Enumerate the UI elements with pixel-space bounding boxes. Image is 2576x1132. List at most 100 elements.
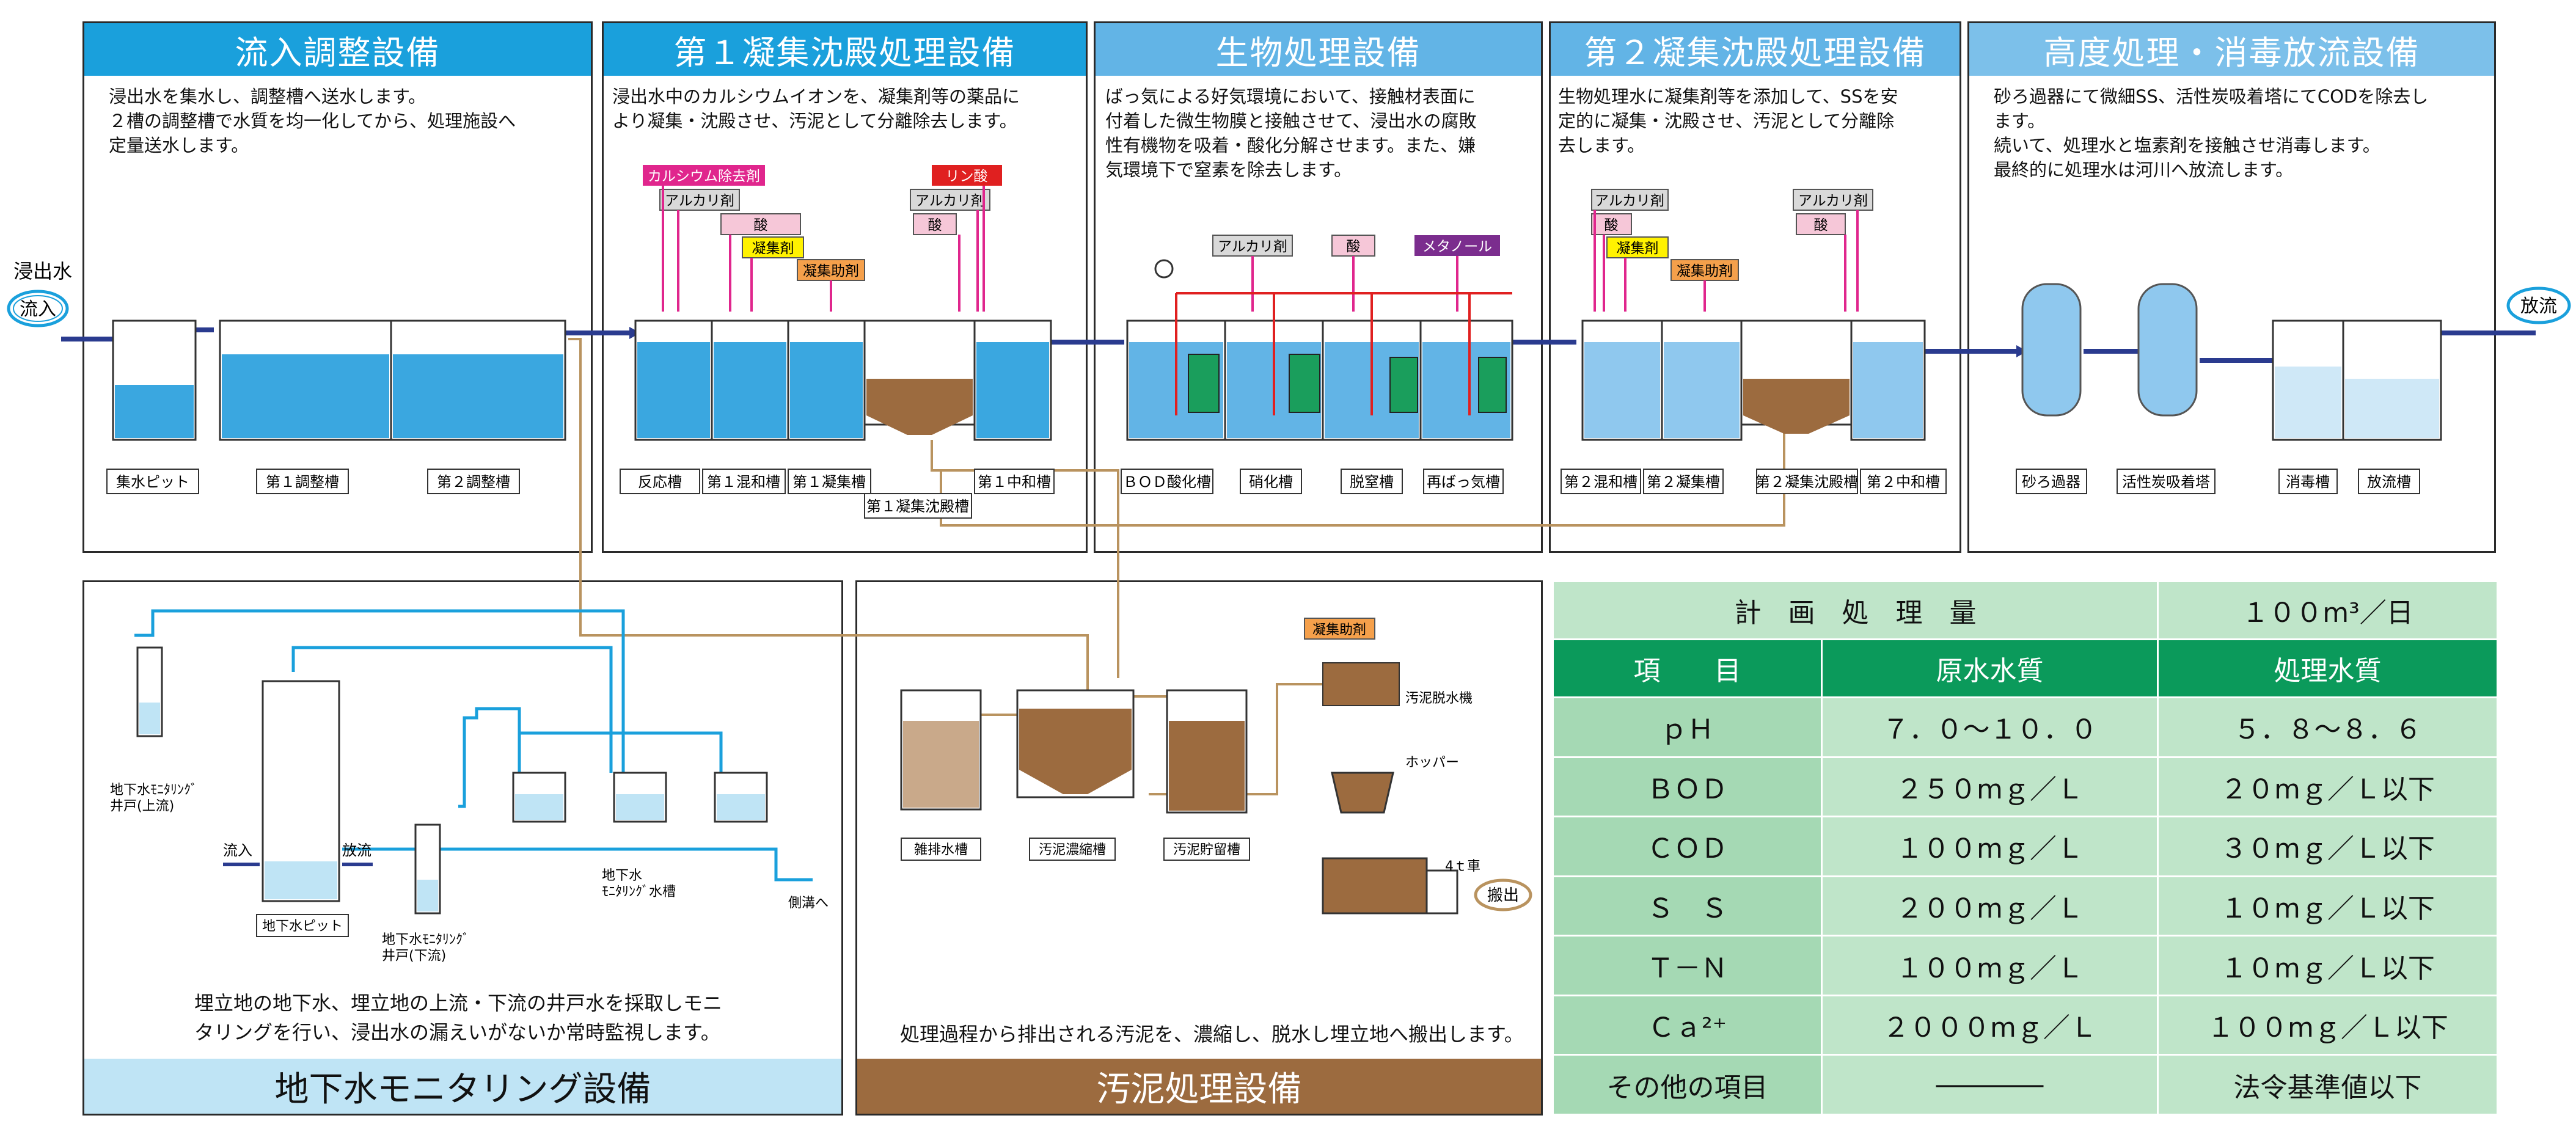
well-up-label: 地下水ﾓﾆﾀﾘﾝｸﾞ井戸(上流) <box>110 783 197 814</box>
capacity-row: 計 画 処 理 量 １００m³／日 <box>1552 580 2498 640</box>
row-raw: ７．０～１０．０ <box>1821 696 2159 758</box>
section4-tanks <box>1581 320 1926 441</box>
col-raw: 原水水質 <box>1821 638 2159 698</box>
row-item: Ｃａ²⁺ <box>1552 994 1823 1056</box>
section2-labels: 反応槽 第１混和槽 第１凝集槽 第１凝集沈殿槽 第１中和槽 <box>620 469 1055 519</box>
well-up-line: 地下水ﾓﾆﾀﾘﾝｸﾞ井戸(上流) <box>110 783 197 814</box>
well-down-label: 地下水ﾓﾆﾀﾘﾝｸﾞ井戸(下流) <box>382 932 469 963</box>
label-line: 井戸(上流) <box>110 798 174 814</box>
chem-label: 酸 <box>1347 239 1361 255</box>
section3-tanks <box>1126 320 1513 441</box>
section-desc: 浸出水中のカルシウムイオンを、凝集剤等の薬品に より凝集・沈殿させ、汚泥として分… <box>612 86 1020 131</box>
row-raw: １００mｇ／Ｌ <box>1821 816 2159 877</box>
section2-tanks <box>634 320 1052 441</box>
tank-label: 第２中和槽 <box>1867 473 1940 491</box>
chem-label: カルシウム除去剤 <box>648 169 760 184</box>
tank-label: ＢＯＤ酸化槽 <box>1123 473 1211 491</box>
section-desc: 浸出水を集水し、調整槽へ送水します。 ２槽の調整槽で水質を均一化してから、処理施… <box>109 86 516 156</box>
tank-label: 再ばっ気槽 <box>1427 473 1500 491</box>
row-item: Ｓ Ｓ <box>1552 875 1823 937</box>
section4-labels: 第２混和槽 第２凝集槽 第２凝集沈殿槽 第２中和槽 <box>1561 469 1947 494</box>
section4-dosing-lines <box>1594 210 1859 312</box>
inflow-badge[interactable]: 流入 <box>20 299 56 320</box>
tank-label: 第１混和槽 <box>707 473 780 491</box>
row-item: ＣＯＤ <box>1552 816 1823 877</box>
chem-label: 酸 <box>1605 217 1619 233</box>
tank-label: 第１凝集槽 <box>792 473 866 491</box>
sludge-t3-label: 汚泥貯留槽 <box>1173 842 1240 858</box>
table-row: その他の項目――――法令基準値以下 <box>1552 1054 2498 1116</box>
aeration-lines <box>1154 259 1512 415</box>
sludge-hopper-label: ホッパー <box>1405 755 1459 770</box>
tank-label: 活性炭吸着塔 <box>2122 473 2210 491</box>
row-raw: ―――― <box>1821 1054 2159 1116</box>
chem-label: 凝集助剤 <box>1677 263 1733 279</box>
sludge-title: 汚泥処理設備 <box>857 1059 1541 1114</box>
row-treated: ２０mｇ／Ｌ以下 <box>2157 756 2498 818</box>
tank-label: 第１凝集沈殿槽 <box>866 498 969 515</box>
sludge-press-label: 汚泥脱水機 <box>1405 691 1473 706</box>
inflow-label: 浸出水 <box>13 260 72 283</box>
chem-label: メタノール <box>1422 239 1492 255</box>
row-raw: ２０００mｇ／Ｌ <box>1821 994 2159 1056</box>
drain-label: 側溝へ <box>788 896 829 911</box>
chem-label: アルカリ剤 <box>1595 193 1664 209</box>
capacity-label: 計 画 処 理 量 <box>1552 580 2159 640</box>
section4-chemicals: アルカリ剤 酸 凝集剤 凝集助剤 アルカリ剤 酸 <box>1591 189 1873 281</box>
mon-inflow-label: 流入 <box>223 842 252 859</box>
sludge-desc: 処理過程から排出される汚泥を、濃縮し、脱水し埋立地へ搬出します。 <box>900 1023 1524 1046</box>
section-title: 生物処理設備 <box>1096 23 1541 76</box>
monitoring-diagram <box>134 609 813 915</box>
section1-labels: 集水ピット 第１調整槽 第２調整槽 <box>106 469 520 494</box>
section5-equipment <box>2021 283 2442 441</box>
panel-first-coagulation: 第１凝集沈殿処理設備 浸出水中のカルシウムイオンを、凝集剤等の薬品に より凝集・… <box>602 21 1088 553</box>
row-treated: １０mｇ／Ｌ以下 <box>2157 935 2498 996</box>
tank-label: 脱窒槽 <box>1350 473 1394 491</box>
row-item: ＢＯＤ <box>1552 756 1823 818</box>
section-title: 第２凝集沈殿処理設備 <box>1551 23 1959 76</box>
sludge-out-label[interactable]: 搬出 <box>1487 886 1519 905</box>
panel-inflow-adjustment: 流入調整設備 浸出水を集水し、調整槽へ送水します。 ２槽の調整槽で水質を均一化し… <box>82 21 593 553</box>
chem-label: 凝集助剤 <box>803 263 859 279</box>
chem-label: アルカリ剤 <box>1798 193 1868 209</box>
sludge-truck-label: 4ｔ車 <box>1445 859 1480 874</box>
chem-label: アルカリ剤 <box>1218 239 1287 255</box>
tank-label: 放流槽 <box>2367 473 2411 491</box>
mon-tank-label: 地下水ﾓﾆﾀﾘﾝｸﾞ水槽 <box>602 868 676 899</box>
col-treated: 処理水質 <box>2157 638 2498 698</box>
section2-dosing-lines <box>662 186 985 312</box>
panel-second-coagulation: 第２凝集沈殿処理設備 生物処理水に凝集剤等を添加して、SSを安 定的に凝集・沈殿… <box>1549 21 1961 553</box>
row-treated: ５．８～８．６ <box>2157 696 2498 758</box>
tank-label: 反応槽 <box>638 473 682 491</box>
row-raw: ２００mｇ／Ｌ <box>1821 875 2159 937</box>
section-title: 第１凝集沈殿処理設備 <box>604 23 1086 76</box>
row-treated: ３０mｇ／Ｌ以下 <box>2157 816 2498 877</box>
sludge-chem-label: 凝集助剤 <box>1312 623 1366 638</box>
label-line: 井戸(下流) <box>382 948 446 963</box>
monitoring-title: 地下水モニタリング設備 <box>84 1059 841 1114</box>
tank-label: 砂ろ過器 <box>2022 473 2080 491</box>
sludge-labels: 雑排水槽 汚泥濃縮槽 汚泥貯留槽 凝集助剤 汚泥脱水機 ホッパー 4ｔ車 搬出 <box>901 618 1519 905</box>
col-item: 項 目 <box>1552 638 1823 698</box>
inflow-group: 浸出水 流入 <box>7 260 72 327</box>
tank-label: 第２調整槽 <box>437 473 510 491</box>
section-title: 流入調整設備 <box>84 23 591 76</box>
panel-biological: 生物処理設備 ばっ気による好気環境において、接触材表面に 付着した微生物膜と接触… <box>1094 21 1543 553</box>
row-raw: ２５０mｇ／Ｌ <box>1821 756 2159 818</box>
section3-chemicals: アルカリ剤 酸 メタノール <box>1212 235 1500 257</box>
label-line: 地下水ﾓﾆﾀﾘﾝｸﾞ <box>382 932 469 948</box>
row-treated: 法令基準値以下 <box>2157 1054 2498 1116</box>
outflow-badge[interactable]: 放流 <box>2520 296 2557 317</box>
section-desc: 生物処理水に凝集剤等を添加して、SSを安 定的に凝集・沈殿させ、汚泥として分離除… <box>1558 86 1898 156</box>
section2-chemicals: カルシウム除去剤 アルカリ剤 酸 凝集剤 凝集助剤 リン酸 アルカリ剤 酸 <box>643 165 1002 281</box>
row-item: Ｔ－Ｎ <box>1552 935 1823 996</box>
row-treated: １００mｇ／Ｌ以下 <box>2157 994 2498 1056</box>
capacity-value: １００m³／日 <box>2157 580 2498 640</box>
section-title: 高度処理・消毒放流設備 <box>1969 23 2494 76</box>
